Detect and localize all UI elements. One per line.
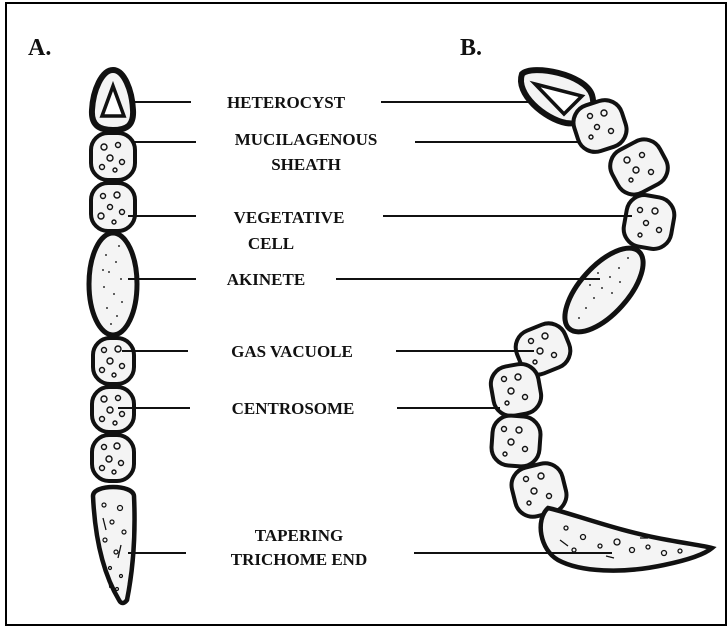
label-vegetative-line1: VEGETATIVE — [234, 208, 345, 227]
label-tapering-line2: TRICHOME END — [231, 550, 367, 569]
label-mucilagenous-line1: MUCILAGENOUS — [235, 130, 378, 149]
label-centrosome: CENTROSOME — [232, 399, 355, 418]
tapering-end-a — [93, 487, 135, 603]
akinete-cell-a — [89, 233, 137, 335]
label-akinete: AKINETE — [227, 270, 305, 289]
vegetative-cell-b-2 — [621, 192, 677, 252]
gas-vacuole-cell-a — [93, 338, 134, 384]
panel-b-label: B. — [460, 35, 482, 61]
tapering-end-b — [541, 508, 712, 571]
heterocyst-cell-a — [92, 70, 133, 130]
akinete-cell-b — [551, 235, 656, 344]
centrosome-cell-a — [92, 387, 134, 432]
filament-a — [89, 70, 137, 603]
label-tapering-line1: TAPERING — [255, 526, 343, 545]
panel-a-label: A. — [28, 35, 51, 61]
vegetative-cell-a — [91, 183, 135, 231]
filament-b — [488, 70, 712, 570]
label-vegetative-line2: CELL — [248, 234, 294, 253]
vegetative-cell-a-2 — [92, 435, 134, 481]
centrosome-cell-b — [488, 361, 544, 419]
label-gas-vacuole: GAS VACUOLE — [231, 342, 353, 361]
sheath-cell-a — [91, 133, 135, 180]
label-heterocyst: HETEROCYST — [227, 93, 346, 112]
vegetative-cell-b-3 — [490, 414, 541, 467]
label-mucilagenous-line2: SHEATH — [271, 155, 341, 174]
labels: HETEROCYST MUCILAGENOUS SHEATH VEGETATIV… — [227, 93, 378, 569]
